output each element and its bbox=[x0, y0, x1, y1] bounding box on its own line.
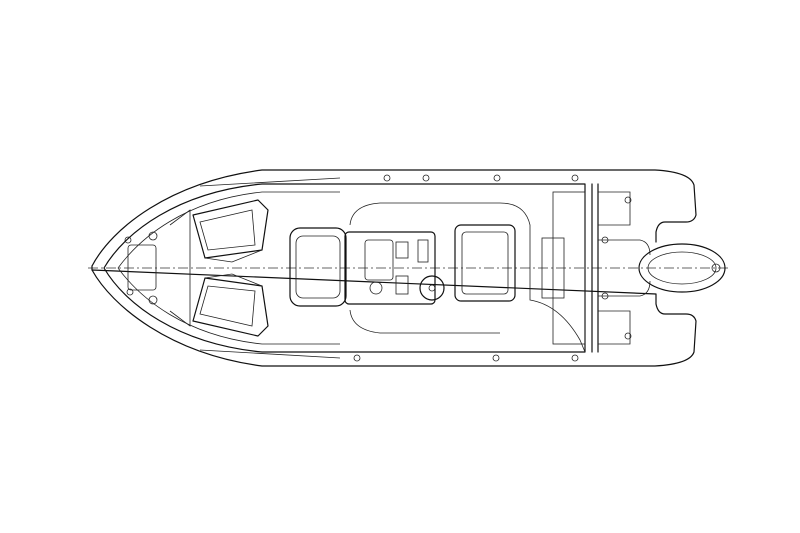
helm-display bbox=[364, 239, 394, 281]
console-windshield bbox=[289, 227, 347, 307]
deck-fittings bbox=[124, 174, 632, 362]
bow-seat-port bbox=[192, 199, 269, 259]
hull-outline bbox=[91, 169, 697, 367]
throttle bbox=[417, 239, 429, 263]
helm-console bbox=[344, 231, 436, 305]
steering-wheel-icon bbox=[419, 275, 445, 301]
aft-bench bbox=[552, 191, 586, 345]
engine-cowl bbox=[647, 251, 717, 285]
livewell bbox=[541, 237, 565, 299]
aft-hatches bbox=[598, 191, 631, 345]
bow-center bbox=[204, 249, 263, 287]
leaning-post-cushion bbox=[461, 231, 509, 295]
compass-icon bbox=[369, 281, 383, 295]
engine-cap bbox=[711, 263, 721, 273]
windshield-inner bbox=[295, 235, 341, 299]
bow-seat-cushion bbox=[199, 285, 256, 327]
wheel-hub bbox=[428, 284, 436, 292]
bow-deck bbox=[169, 209, 191, 327]
gauge-panel bbox=[395, 241, 409, 259]
rub-rail bbox=[199, 177, 341, 359]
gauge-panel bbox=[395, 275, 409, 295]
bow-seat-starboard bbox=[192, 277, 269, 337]
outboard-engine bbox=[638, 243, 726, 293]
leaning-post bbox=[454, 224, 516, 302]
cockpit-deck bbox=[349, 202, 586, 353]
anchor-locker bbox=[127, 244, 157, 291]
bow-seat-cushion bbox=[199, 209, 256, 251]
